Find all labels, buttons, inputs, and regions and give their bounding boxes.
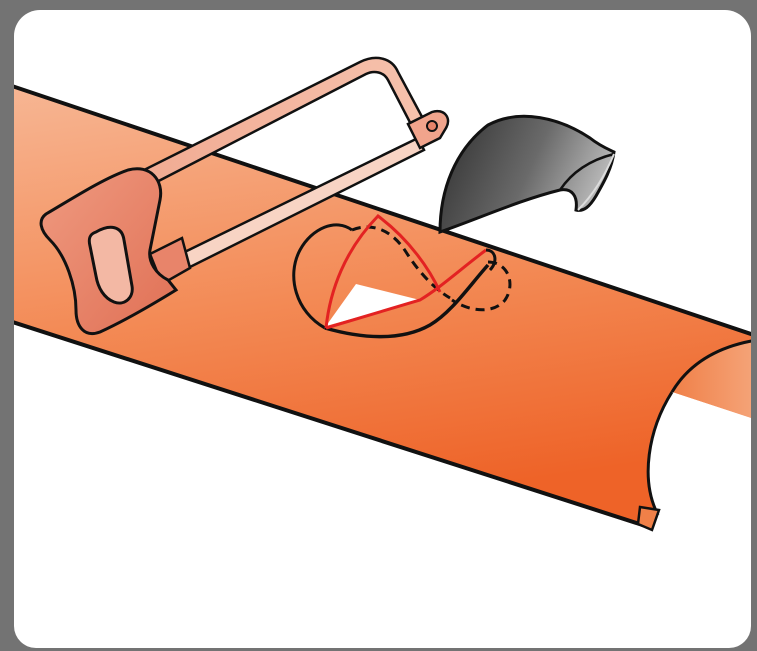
removed-pipe-segment-icon [440, 116, 614, 232]
